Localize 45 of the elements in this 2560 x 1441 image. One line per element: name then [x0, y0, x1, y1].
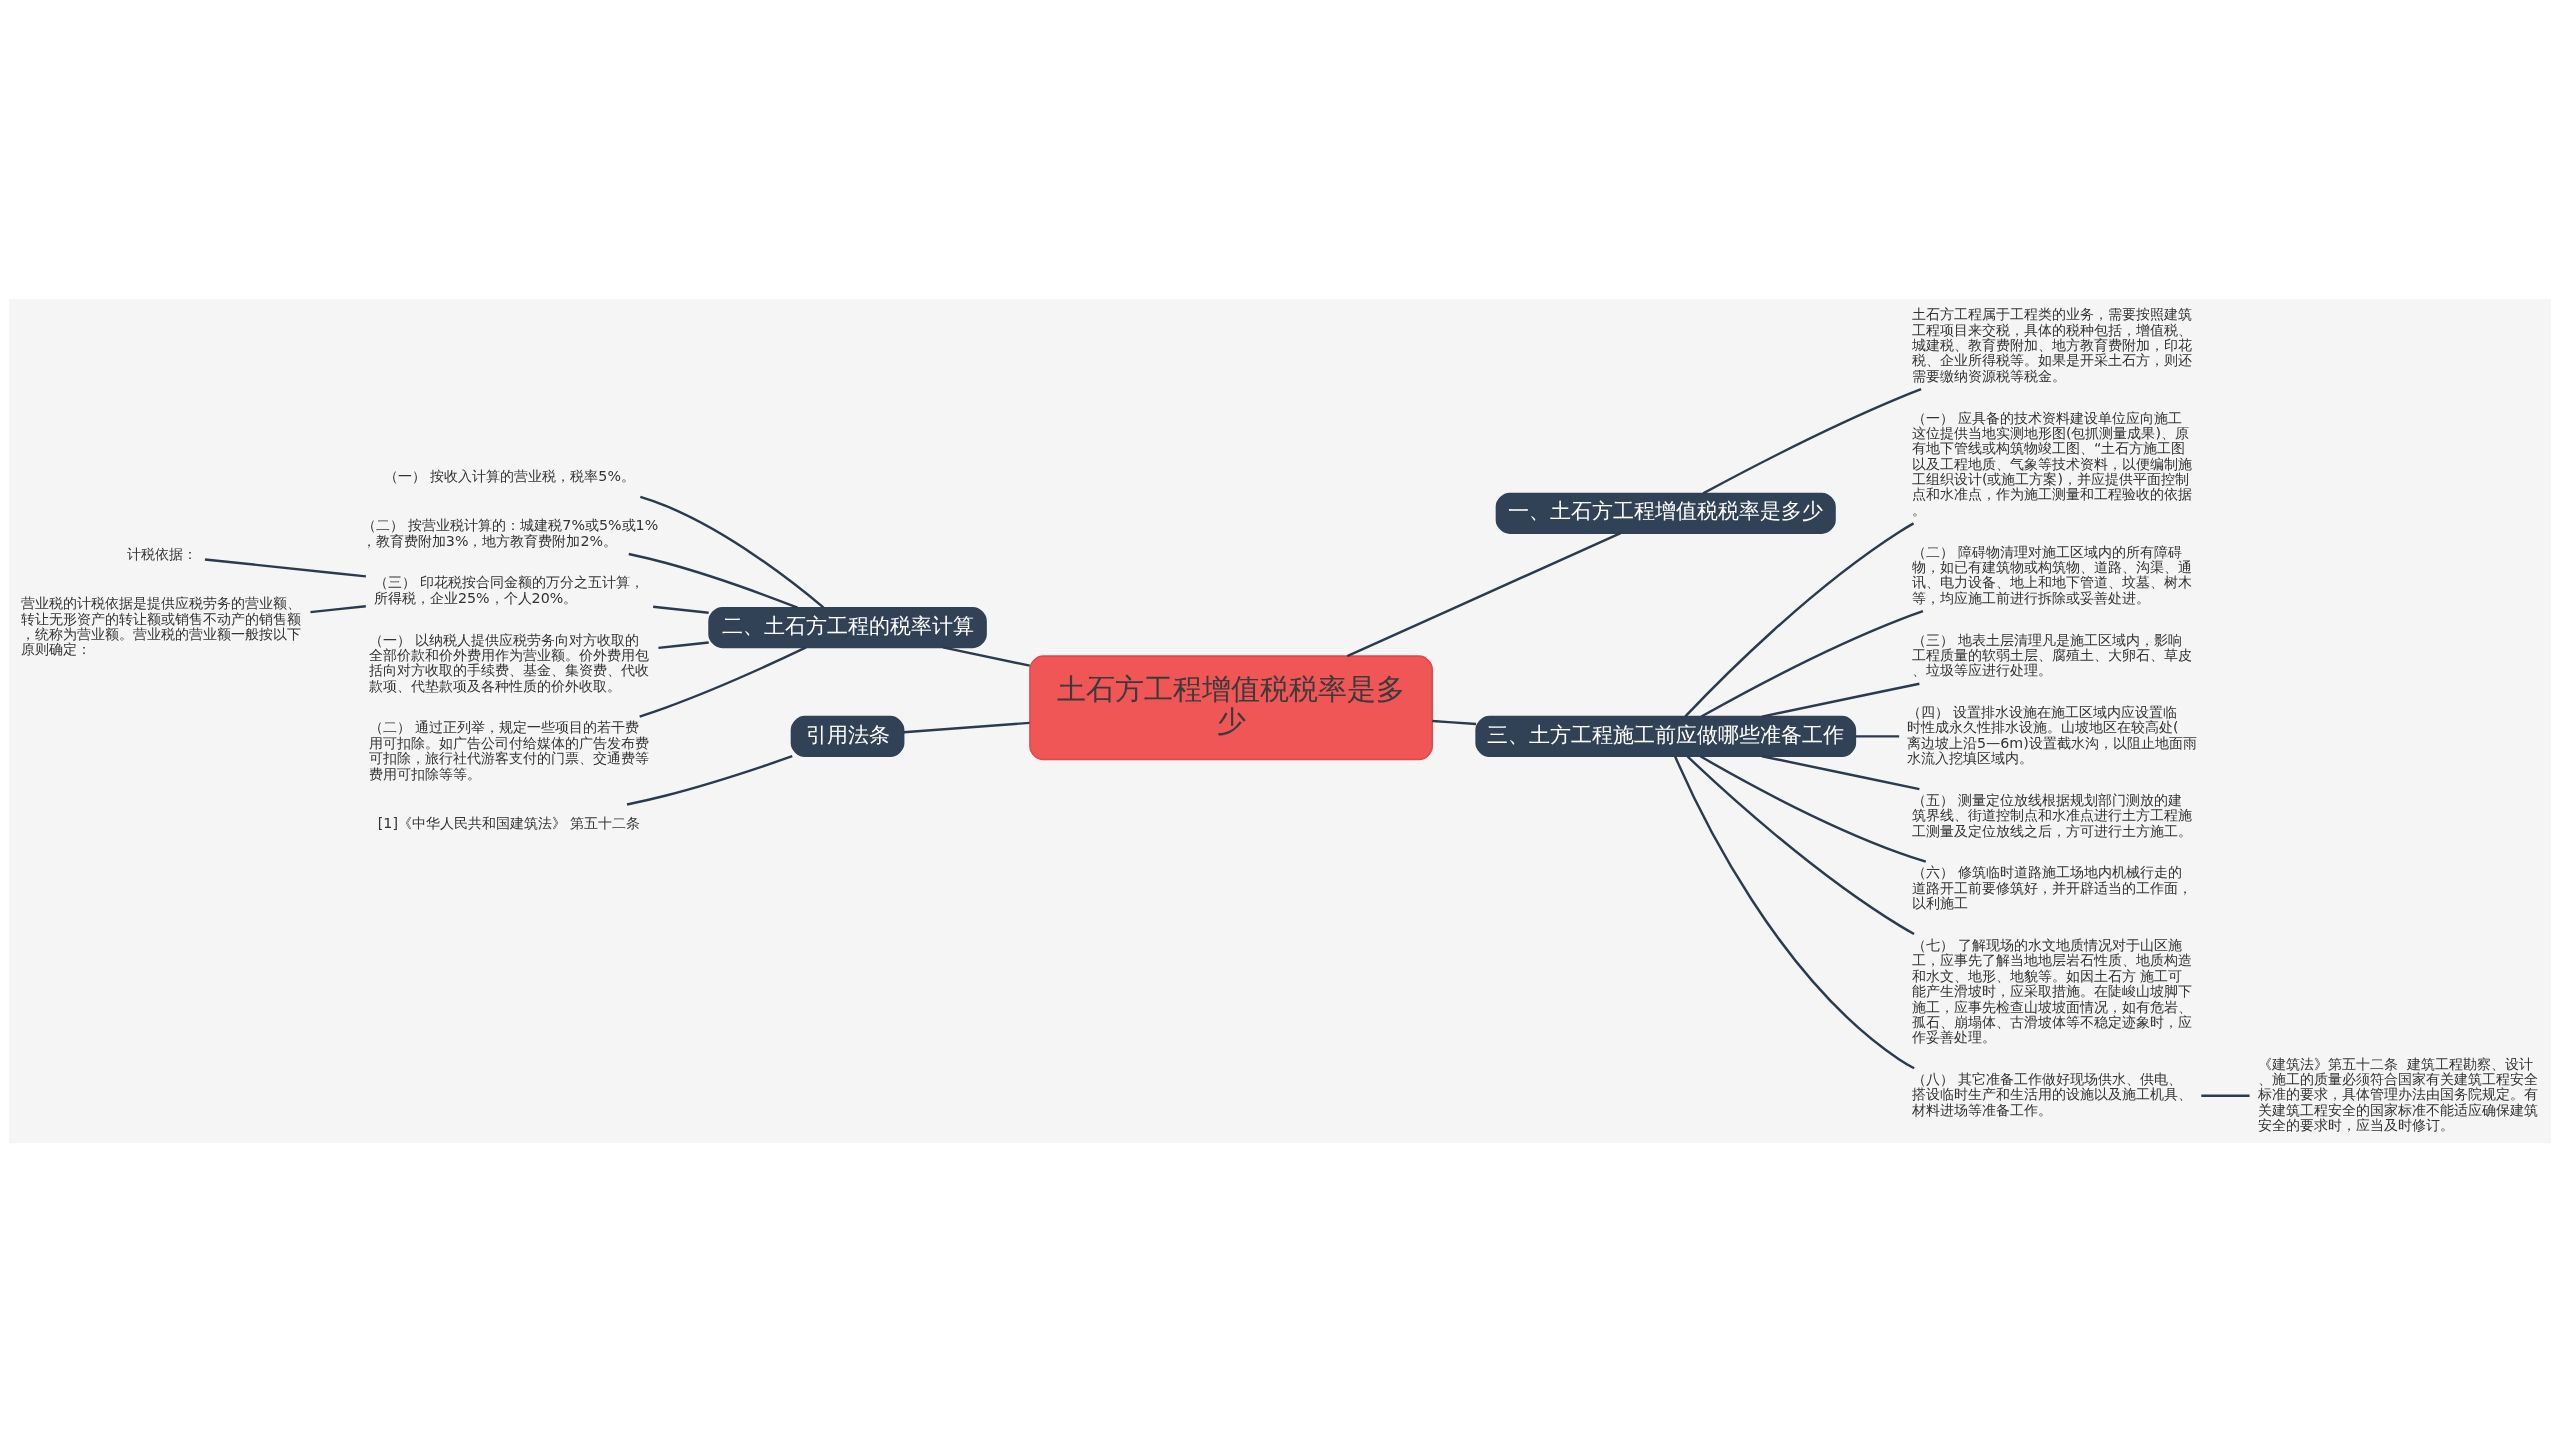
- node-text: （八） 其它准备工作做好现场供水、供电、搭设临时生产和生活用的设施以及施工机具、材料进场等准备工作。: [1911, 1070, 2192, 1118]
- node-box: 引用法条: [790, 715, 905, 757]
- node-box: 土石方工程增值税税率是多少: [1029, 654, 1434, 760]
- node-text: （三） 地表土层清理凡是施工区域内，影响工程质量的软弱土层、腐殖土、大卵石、草皮、垃圾等应进行处理。: [1911, 631, 2192, 678]
- connector: [628, 552, 798, 609]
- connector: [1761, 682, 1920, 718]
- connector: [639, 645, 807, 718]
- node-text: （六） 修筑临时道路施工场地内机械行走的道路开工前要修筑好，并开辟适当的工作面，以利施工: [1911, 863, 2192, 911]
- connector: [2201, 1094, 2250, 1097]
- connector: [1674, 755, 1915, 1069]
- connector: [1346, 531, 1622, 657]
- node-text: 《建筑法》第五十二条 建筑工程勘察、设计、施工的质量必须符合国家有关建筑工程安全标准的要求，具体管理办法由国务院规定。有关建筑工程安全的国家标准不能适应确保建筑安全的要求时，应当及时修订。: [2257, 1055, 2538, 1133]
- node-text: （二） 通过正列举，规定一些项目的若干费用可扣除。如广告公司付给媒体的广告发布费可扣除，旅行社代游客支付的门票、交通费等费用可扣除等等。: [368, 718, 649, 782]
- connector: [1699, 754, 1927, 863]
- node-text: （一） 按收入计算的营业税，税率5%。: [383, 467, 635, 484]
- node-text: [1]《中华人民共和国建筑法》 第五十二条: [377, 814, 641, 831]
- node-text: 土石方工程属于工程类的业务，需要按照建筑工程项目来交税，具体的税种包括，增值税、城建税、教育费附加、地方教育费附加，印花税、企业所得税等。如果是开采土石方，则还需要缴纳资源税等税金。: [1911, 305, 2192, 384]
- node-text: （二） 按营业税计算的：城建税7%或5%或1%，教育费附加3%，地方教育费附加2%。: [361, 516, 659, 549]
- connector: [1432, 719, 1477, 725]
- connector: [1761, 754, 1920, 790]
- connector: [653, 605, 709, 614]
- node-text: （一） 以纳税人提供应税劳务向对方收取的全部价款和价外费用作为营业额。价外费用包括向对方收取的手续费、基金、集资费、代收款项、代垫款项及各种性质的价外收取。: [368, 631, 649, 694]
- connector: [942, 645, 1030, 667]
- connector: [626, 754, 793, 806]
- connector: [1702, 387, 1922, 494]
- node-box: 二、土石方工程的税率计算: [708, 606, 987, 648]
- connector: [903, 721, 1030, 733]
- connector: [1855, 734, 1900, 738]
- node-text: （二） 障碍物清理对施工区域内的所有障碍物，如已有建筑物或构筑物、道路、沟渠、通讯、电力设备、地上和地下管道、坟墓、树木等，均应施工前进行拆除或妥善处进。: [1911, 543, 2192, 606]
- connector: [658, 640, 709, 649]
- connector: [1700, 609, 1924, 718]
- node-text: （一） 应具备的技术资料建设单位应向施工这位提供当地实测地形图(包抓测量成果)、原有地下管线或构筑物竣工图、“土石方施工图以及工程地质、气象等技术资料，以便编制施工组织设计(或施工方案)，并应提供平面控制点和水准点，作为施工测量和工程验收的依据。: [1911, 409, 2192, 518]
- node-text: 营业税的计税依据是提供应税劳务的营业额、转让无形资产的转让额或销售不动产的销售额，统称为营业额。营业税的营业额一般按以下原则确定：: [21, 594, 302, 657]
- node-text: （七） 了解现场的水文地质情况对于山区施工，应事先了解当地地层岩石性质、地质构造和水文、地形、地貌等。如因土石方 施工可能产生滑坡时，应采取措施。在陡峻山坡脚下施工，应事先检查山坡坡面情况，如有危岩、孤石、崩塌体、古滑坡体等不稳定迹象时，应作妥善处理。: [1911, 936, 2192, 1045]
- node-text: （五） 测量定位放线根据规划部门测放的建筑界线、街道控制点和水准点进行土方工程施工测量及定位放线之后，方可进行土方施工。: [1911, 791, 2192, 839]
- node-text: 计税依据：: [126, 545, 197, 562]
- connector: [310, 604, 366, 613]
- connector: [1684, 521, 1915, 717]
- node-box: 一、土石方工程增值税税率是多少: [1495, 492, 1836, 534]
- connector: [204, 557, 367, 578]
- connector: [640, 495, 825, 609]
- node-text: （三） 印花税按合同金额的万分之五计算，所得税，企业25%，个人20%。: [373, 573, 645, 606]
- connector: [1686, 755, 1915, 935]
- node-text: （四） 设置排水设施在施工区域内应设置临时性成永久性排水设施。山坡地区在较高处(离边坡上沿5—6m)设置截水沟，以阻止地面雨水流入挖填区域内。: [1906, 703, 2197, 766]
- node-box: 三、土方工程施工前应做哪些准备工作: [1475, 715, 1857, 757]
